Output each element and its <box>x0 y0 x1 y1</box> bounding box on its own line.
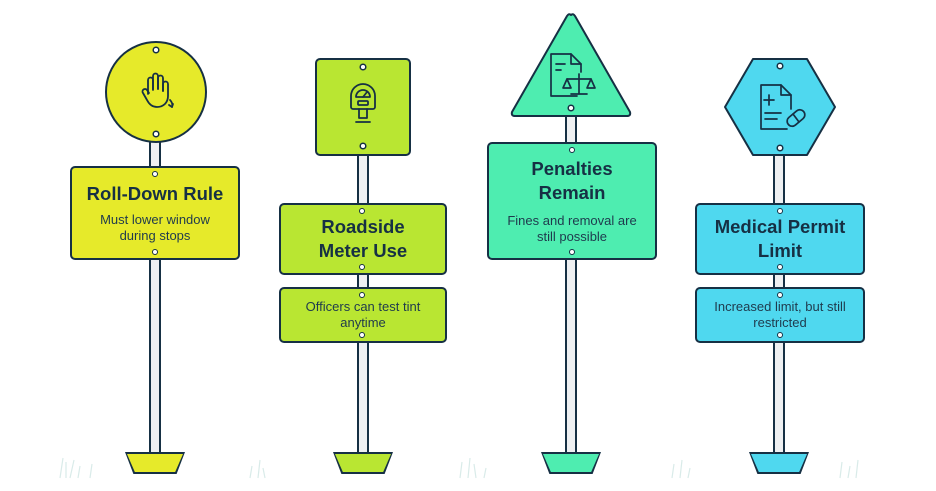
sign-title: Roadside Meter Use <box>318 216 408 261</box>
sign-title: Roll-Down Rule <box>86 183 224 204</box>
pole-base <box>125 452 185 474</box>
sign-description: Increased limit, but still restricted <box>714 299 846 330</box>
triangle-sign <box>509 12 633 120</box>
signpost-medical-permit-limit: Medical Permit Limit Increased limit, bu… <box>695 57 865 474</box>
sign-panel: Roadside Meter Use <box>279 203 447 275</box>
sign-title: Penalties Remain <box>531 158 613 203</box>
legal-document-scales-icon <box>550 53 596 97</box>
sign-panel: Roll-Down Rule Must lower window during … <box>70 166 240 260</box>
sign-description: Fines and removal are still possible <box>507 213 637 244</box>
signpost-penalties-remain: Penalties Remain Fines and removal are s… <box>487 12 657 474</box>
sign-description-panel: Officers can test tint anytime <box>279 287 447 343</box>
pole-base <box>333 452 393 474</box>
signpost-roll-down-rule: Roll-Down Rule Must lower window during … <box>0 0 240 491</box>
pole-base <box>541 452 601 474</box>
sign-description: Must lower window during stops <box>100 212 210 243</box>
pole-base <box>749 452 809 474</box>
sign-description: Officers can test tint anytime <box>305 299 421 330</box>
signpost-roadside-meter-use: Roadside Meter Use Officers can test tin… <box>0 0 450 491</box>
grass-decoration <box>59 457 859 479</box>
medical-document-pill-icon <box>760 84 806 130</box>
circle-sign <box>104 40 208 144</box>
sign-title: Medical Permit Limit <box>714 216 846 261</box>
parking-meter-icon <box>350 83 376 123</box>
square-sign <box>315 58 411 156</box>
sign-panel: Penalties Remain Fines and removal are s… <box>487 142 657 260</box>
sign-description-panel: Increased limit, but still restricted <box>695 287 865 343</box>
hand-wave-icon <box>141 72 174 108</box>
hexagon-sign <box>723 57 837 157</box>
sign-panel: Medical Permit Limit <box>695 203 865 275</box>
